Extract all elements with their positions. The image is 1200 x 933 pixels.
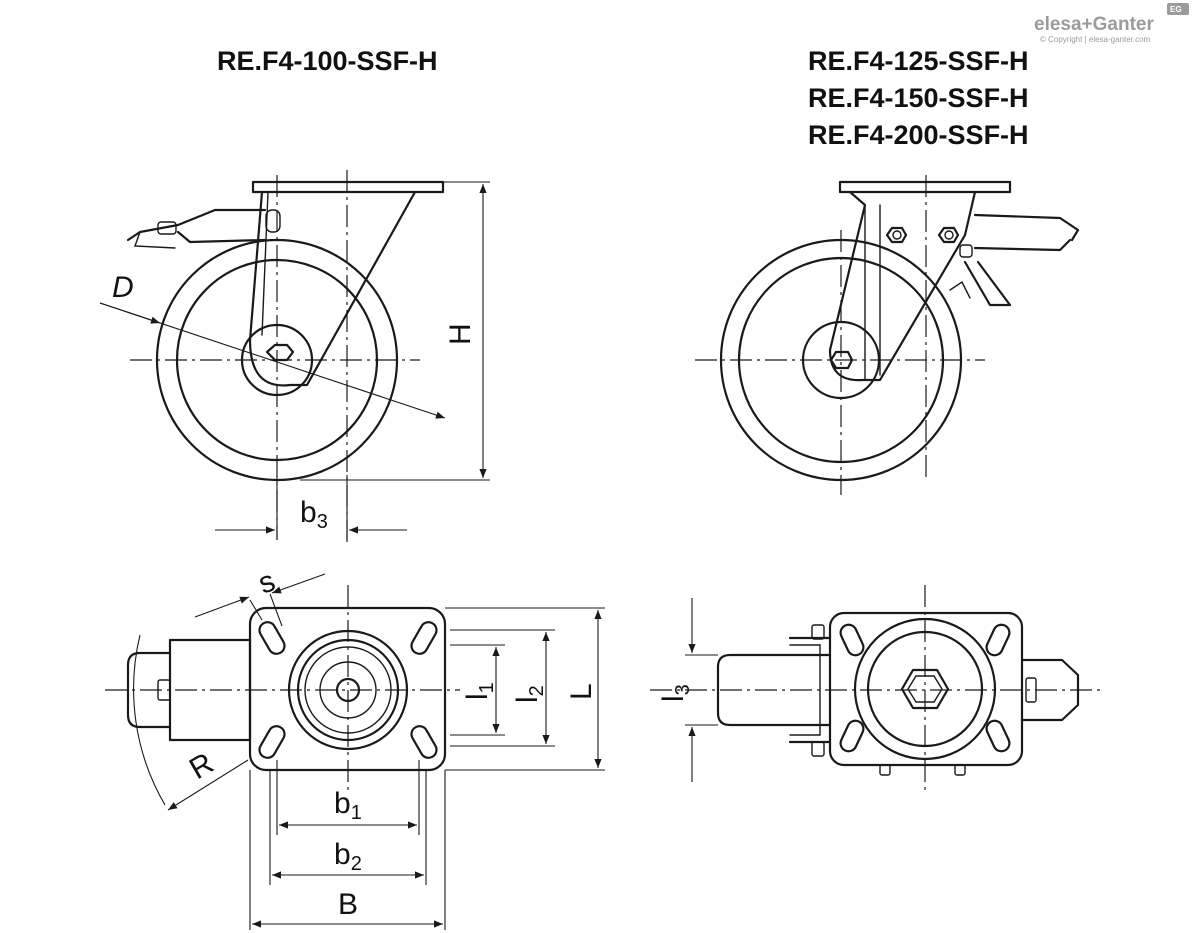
title-right-1: RE.F4-125-SSF-H xyxy=(808,46,1029,76)
mounting-plate-right xyxy=(828,611,1024,767)
dim-L: L xyxy=(565,683,598,700)
wheel-top-view xyxy=(716,653,832,727)
king-pin-nut xyxy=(900,668,950,710)
brake-lever xyxy=(126,208,267,242)
title-right-2: RE.F4-150-SSF-H xyxy=(808,83,1029,113)
logo-badge-box xyxy=(1167,3,1189,15)
brake-pedal-top-view xyxy=(126,651,172,729)
logo-copyright: © Copyright | elesa-ganter.com xyxy=(1040,35,1151,44)
title-left: RE.F4-100-SSF-H xyxy=(217,46,438,76)
dim-l3: l3 xyxy=(657,684,694,702)
dim-s: s xyxy=(254,564,279,600)
slot-tr xyxy=(410,621,438,655)
axle-nut xyxy=(265,343,295,362)
bearing-outer xyxy=(287,629,409,751)
dim-b3: b3 xyxy=(300,496,328,533)
slot-bl xyxy=(258,725,286,759)
slot-br xyxy=(410,725,438,759)
r-arc xyxy=(133,634,166,806)
axle-nut-right xyxy=(829,350,854,370)
brake-pedal-top-view-right xyxy=(1020,658,1080,722)
wheel-hub-right xyxy=(801,320,881,400)
fork-right xyxy=(828,190,977,382)
top-view-left xyxy=(105,573,605,930)
dim-H: H xyxy=(444,323,477,345)
side-view-right xyxy=(695,175,1080,495)
top-plate xyxy=(251,180,445,194)
dim-b1: b1 xyxy=(334,787,362,824)
logo-name: elesa+Ganter xyxy=(1034,14,1154,35)
wheel-hub xyxy=(240,323,314,397)
fork xyxy=(248,190,417,387)
brake-lever-right xyxy=(973,213,1080,242)
slot-tl xyxy=(258,621,286,655)
brand-logo: elesa+Ganter EG © Copyright | elesa-gant… xyxy=(1034,3,1189,44)
dim-D: D xyxy=(112,271,134,304)
wheel-inner-right xyxy=(737,256,945,464)
dim-b2: b2 xyxy=(334,838,362,875)
dim-B: B xyxy=(338,888,358,921)
dim-l2: l2 xyxy=(511,685,548,703)
bearing-outer-right xyxy=(853,617,997,761)
logo-badge: EG xyxy=(1170,5,1182,14)
dim-l1: l1 xyxy=(461,682,498,700)
wheel-inner xyxy=(175,258,379,462)
top-plate-right xyxy=(838,180,1012,194)
top-view-right xyxy=(650,585,1105,790)
title-right-3: RE.F4-200-SSF-H xyxy=(808,120,1029,150)
side-view-left xyxy=(99,170,490,545)
wheel-outer-right xyxy=(719,238,963,482)
dim-R: R xyxy=(184,747,219,786)
